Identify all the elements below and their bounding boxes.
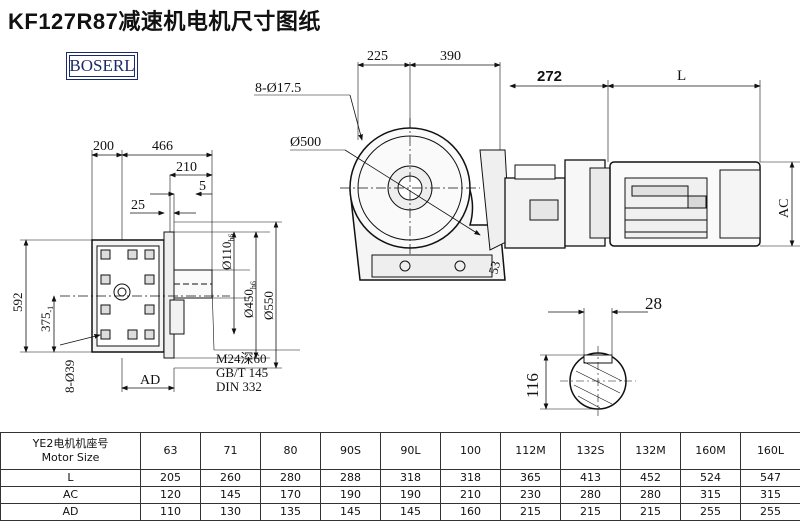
table-cell: 318 [440, 469, 501, 487]
table-cell: 413 [560, 469, 621, 487]
dim-25: 25 [131, 198, 145, 213]
dim-375: 375-1 [38, 306, 55, 332]
holes-17-5: 8-Ø17.5 [255, 81, 301, 96]
dim-5: 5 [199, 179, 206, 194]
motor-size-cell: 90L [380, 432, 441, 470]
table-cell: 524 [680, 469, 741, 487]
dim-210: 210 [176, 160, 197, 175]
dim-200: 200 [93, 139, 114, 154]
table-cell: 120 [140, 486, 201, 504]
table-header-row: YE2电机机座号 Motor Size 63 71 80 90S 90L 100… [0, 432, 800, 470]
motor-size-cell: 80 [260, 432, 321, 470]
table-cell: 288 [320, 469, 381, 487]
table-cell: 145 [200, 486, 261, 504]
dim-225: 225 [367, 49, 388, 64]
table-cell: 280 [260, 469, 321, 487]
table-cell: 452 [620, 469, 681, 487]
table-cell: 255 [740, 503, 800, 521]
table-header-cn: YE2电机机座号 [32, 437, 109, 450]
table-cell: 230 [500, 486, 561, 504]
table-cell: 255 [680, 503, 741, 521]
table-cell: 160 [440, 503, 501, 521]
dim-375-value: 375 [38, 313, 53, 333]
table-row-ac: AC 120 145 170 190 190 210 230 280 280 3… [0, 486, 800, 504]
table-cell: 190 [320, 486, 381, 504]
table-cell: 145 [380, 503, 441, 521]
dim-110-value: Ø110 [219, 242, 234, 270]
motor-size-cell: 112M [500, 432, 561, 470]
thread-spec-3: DIN 332 [216, 379, 262, 394]
table-cell: 205 [140, 469, 201, 487]
dim-53: 53 [485, 259, 503, 275]
dim-375-tolerance: -1 [46, 306, 55, 313]
side-view [20, 150, 300, 392]
dim-450-value: Ø450 [241, 289, 256, 318]
motor-size-cell: 63 [140, 432, 201, 470]
table-cell: 215 [620, 503, 681, 521]
table-row-l: L 205 260 280 288 318 318 365 413 452 52… [0, 469, 800, 487]
dim-ac: AC [777, 199, 792, 218]
table-header-label: YE2电机机座号 Motor Size [0, 432, 141, 470]
motor-size-cell: 132S [560, 432, 621, 470]
dim-110: Ø110h6 [219, 234, 236, 270]
dim-116: 116 [523, 373, 542, 398]
motor-size-table: YE2电机机座号 Motor Size 63 71 80 90S 90L 100… [0, 432, 800, 521]
dim-550: Ø550 [261, 291, 276, 320]
table-cell: 210 [440, 486, 501, 504]
table-cell: 318 [380, 469, 441, 487]
technical-drawing: 200 466 210 5 25 Ø110h6 Ø450h6 Ø550 592 … [10, 49, 800, 416]
dim-450-tolerance: h6 [249, 281, 258, 289]
motor-size-cell: 160L [740, 432, 800, 470]
dim-ad: AD [140, 373, 160, 388]
table-cell: 260 [200, 469, 261, 487]
dim-l: L [677, 68, 686, 84]
table-cell: 190 [380, 486, 441, 504]
motor-size-cell: 90S [320, 432, 381, 470]
table-cell: 280 [620, 486, 681, 504]
motor-size-cell: 160M [680, 432, 741, 470]
row-label: L [0, 469, 141, 487]
table-cell: 280 [560, 486, 621, 504]
table-cell: 130 [200, 503, 261, 521]
thread-spec-2: GB/T 145 [216, 365, 268, 380]
table-cell: 547 [740, 469, 800, 487]
holes-39: 8-Ø39 [62, 360, 77, 393]
table-cell: 315 [680, 486, 741, 504]
table-cell: 145 [320, 503, 381, 521]
table-cell: 110 [140, 503, 201, 521]
motor-size-cell: 100 [440, 432, 501, 470]
motor-size-cell: 71 [200, 432, 261, 470]
dim-272: 272 [537, 68, 562, 85]
brand-logo: BOSERL [66, 52, 138, 80]
table-cell: 170 [260, 486, 321, 504]
dim-466: 466 [152, 139, 173, 154]
table-cell: 215 [560, 503, 621, 521]
shaft-section [540, 308, 648, 416]
dim-592: 592 [10, 293, 25, 313]
table-cell: 135 [260, 503, 321, 521]
row-label: AC [0, 486, 141, 504]
front-view [254, 62, 800, 281]
thread-spec-1: M24深60 [216, 351, 267, 366]
dim-500: Ø500 [290, 135, 321, 150]
dim-28: 28 [645, 294, 662, 313]
table-row-ad: AD 110 130 135 145 145 160 215 215 215 2… [0, 503, 800, 521]
motor-size-cell: 132M [620, 432, 681, 470]
dim-110-tolerance: h6 [227, 234, 236, 242]
table-header-en: Motor Size [41, 451, 100, 464]
drawing-title: KF127R87减速机电机尺寸图纸 [8, 9, 321, 34]
table-cell: 215 [500, 503, 561, 521]
table-cell: 315 [740, 486, 800, 504]
dim-450: Ø450h6 [241, 281, 258, 318]
row-label: AD [0, 503, 141, 521]
dim-390: 390 [440, 49, 461, 64]
table-cell: 365 [500, 469, 561, 487]
